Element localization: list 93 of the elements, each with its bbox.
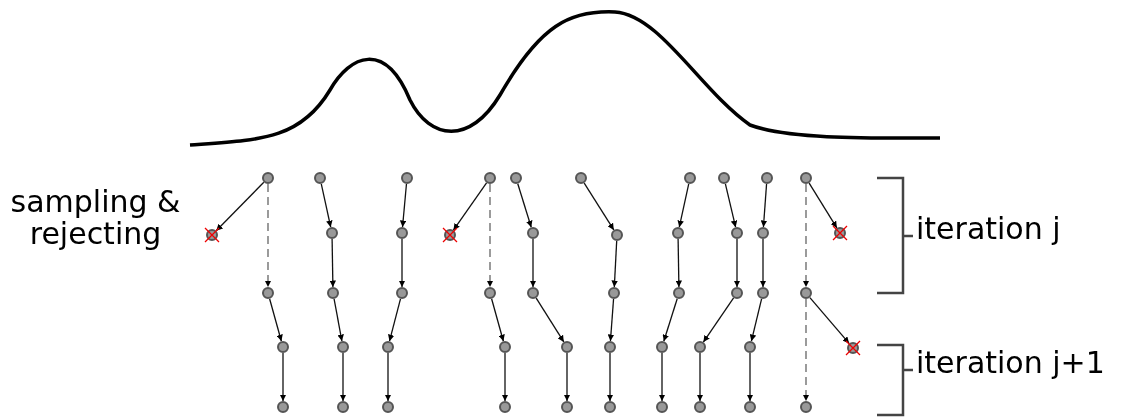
arrow	[501, 352, 509, 402]
arrow	[696, 352, 704, 402]
particle-circle	[604, 341, 616, 353]
particle-circle	[277, 401, 289, 413]
arrow	[264, 183, 272, 288]
particle-circle	[800, 287, 812, 299]
particle-circle	[731, 227, 743, 239]
arrow	[607, 298, 615, 342]
arrow	[583, 182, 615, 231]
particle-circle	[277, 341, 289, 353]
particle-circle	[396, 287, 408, 299]
particle-circle	[510, 172, 522, 184]
arrow	[808, 182, 838, 229]
arrow	[399, 183, 408, 228]
arrow	[452, 182, 488, 231]
arrow	[662, 298, 678, 342]
rejected-particle	[204, 227, 220, 243]
particle-circle	[327, 287, 339, 299]
particle-circle	[382, 341, 394, 353]
arrow	[675, 238, 683, 288]
particle-circle	[396, 227, 408, 239]
particle-circle	[337, 341, 349, 353]
arrow	[749, 298, 763, 342]
particle-circle	[484, 172, 496, 184]
particle-circle	[800, 401, 812, 413]
arrow	[339, 352, 347, 402]
particle-circle	[575, 172, 587, 184]
particle-circle	[604, 401, 616, 413]
arrow	[702, 297, 735, 343]
arrow	[329, 238, 337, 288]
arrow	[746, 352, 754, 402]
particle-circle	[757, 287, 769, 299]
arrow	[384, 352, 392, 402]
particle-circle	[656, 401, 668, 413]
arrow	[279, 352, 287, 402]
particle-circle	[561, 401, 573, 413]
particle-circle	[672, 227, 684, 239]
arrow	[677, 183, 690, 228]
particle-circle	[611, 229, 623, 241]
particle-circle	[484, 287, 496, 299]
particle-circle	[499, 341, 511, 353]
particle-circle	[382, 401, 394, 413]
arrow	[802, 298, 810, 402]
arrow	[486, 183, 494, 288]
particle-circle	[314, 172, 326, 184]
arrow	[535, 297, 565, 343]
particle-circle	[684, 172, 696, 184]
arrow	[760, 183, 768, 228]
arrow	[802, 183, 810, 288]
arrow	[658, 352, 666, 402]
particle-circle	[761, 172, 773, 184]
bracket-label: iteration j+1	[916, 347, 1105, 379]
arrow	[724, 183, 738, 228]
arrow	[320, 183, 333, 228]
bracket-label: iteration j	[916, 213, 1061, 245]
arrow	[215, 181, 265, 232]
arrow	[733, 238, 741, 288]
arrow	[809, 296, 850, 345]
particle-circle	[744, 401, 756, 413]
arrow	[490, 298, 505, 342]
arrow	[611, 240, 618, 288]
particle-circle	[262, 172, 274, 184]
particle-circle	[527, 227, 539, 239]
arrow	[517, 183, 533, 228]
particle-circle	[656, 341, 668, 353]
particle-circle	[326, 227, 338, 239]
arrow	[606, 352, 614, 402]
particle-circle	[694, 341, 706, 353]
particle-circle	[800, 172, 812, 184]
particle-circle	[527, 287, 539, 299]
particle-circle	[744, 341, 756, 353]
arrow	[529, 238, 537, 288]
arrow	[563, 352, 571, 402]
particle-circle	[673, 287, 685, 299]
particle-circle	[337, 401, 349, 413]
particle-circle	[401, 172, 413, 184]
rejected-particle	[845, 340, 861, 356]
arrow	[398, 238, 406, 288]
annotation-text: sampling & rejecting	[9, 186, 182, 249]
particle-circle	[757, 227, 769, 239]
particle-circle	[718, 172, 730, 184]
particle-circle	[561, 341, 573, 353]
rejected-particle	[832, 225, 848, 241]
particle-circle	[499, 401, 511, 413]
arrow	[759, 238, 767, 288]
particle-circle	[262, 287, 274, 299]
arrow	[333, 298, 344, 342]
particle-circle	[694, 401, 706, 413]
rejected-particle	[442, 227, 458, 243]
particle-circle	[608, 287, 620, 299]
arrow	[268, 298, 283, 342]
arrow	[388, 298, 402, 342]
particle-circle	[731, 287, 743, 299]
